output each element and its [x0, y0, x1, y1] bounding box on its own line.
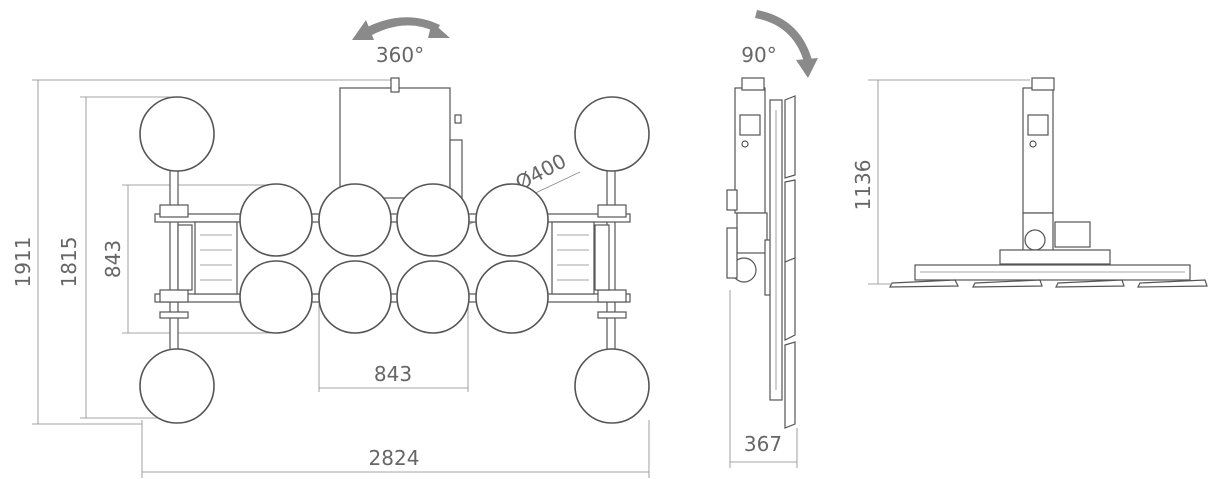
suction-cup-row2-4	[475, 260, 549, 334]
frame-bottom-bar	[154, 293, 631, 303]
central-housing	[339, 87, 451, 199]
front-view: 1136	[851, 77, 1208, 288]
suction-cup-row2-3	[396, 260, 470, 334]
suction-cup-bottom-right	[574, 348, 650, 424]
front-cup-1	[889, 279, 959, 288]
dimension-843-horizontal	[318, 300, 469, 392]
front-housing	[1022, 87, 1054, 214]
side-top-hook	[741, 77, 765, 91]
housing-top-hook	[390, 77, 400, 93]
suction-cup-row2-2	[318, 260, 392, 334]
rotation-360-label: 360°	[376, 43, 424, 67]
side-view: 90° 367	[726, 10, 818, 468]
frame-top-bar	[154, 213, 631, 223]
front-cup-2	[972, 279, 1043, 288]
rotation-90-label: 90°	[741, 43, 776, 67]
side-cup-1	[784, 95, 796, 179]
frame-left-vertical	[169, 169, 179, 351]
front-cross-bracket	[999, 249, 1111, 265]
side-cup-3	[784, 257, 796, 341]
suction-cup-row1-4	[475, 183, 549, 257]
side-label-plate	[739, 114, 761, 136]
top-view: 360° 1911 1815 843 843	[11, 17, 650, 478]
dimension-1911-label: 1911	[11, 237, 35, 288]
side-housing	[734, 87, 766, 214]
dimension-367-label: 367	[744, 432, 782, 456]
front-beam	[914, 264, 1191, 281]
dimension-2824-label: 2824	[369, 446, 420, 470]
suction-cup-top-left	[139, 96, 215, 172]
housing-side-button	[454, 114, 462, 124]
suction-cup-row1-2	[318, 183, 392, 257]
dimension-1815-label: 1815	[57, 237, 81, 288]
dimension-843-vertical	[122, 184, 275, 334]
rotation-360-arrow-icon	[352, 17, 450, 40]
right-bracket-assembly	[551, 204, 627, 319]
front-cup-4	[1137, 279, 1208, 288]
suction-cup-top-right	[574, 96, 650, 172]
suction-cup-row1-1	[239, 183, 313, 257]
rotation-90-arrow-icon	[755, 10, 818, 78]
front-motor	[1054, 221, 1091, 248]
side-cup-2	[784, 179, 796, 263]
front-label-plate	[1027, 114, 1049, 136]
dimension-843-vertical-label: 843	[101, 240, 125, 278]
suction-cup-bottom-left	[139, 348, 215, 424]
dimension-843-horizontal-label: 843	[374, 362, 412, 386]
dimension-2824	[141, 420, 650, 478]
side-cup-4	[784, 341, 796, 429]
front-cup-3	[1055, 279, 1125, 288]
dimension-1136-label: 1136	[851, 160, 875, 211]
left-bracket-assembly	[159, 204, 238, 319]
dimension-1911	[32, 79, 395, 425]
dimension-367	[729, 290, 798, 468]
front-top-hook	[1031, 77, 1055, 91]
side-tilt-unit	[736, 212, 768, 254]
suction-cup-row1-3	[396, 183, 470, 257]
dimension-1136	[868, 79, 1030, 285]
suction-cup-row2-1	[239, 260, 313, 334]
